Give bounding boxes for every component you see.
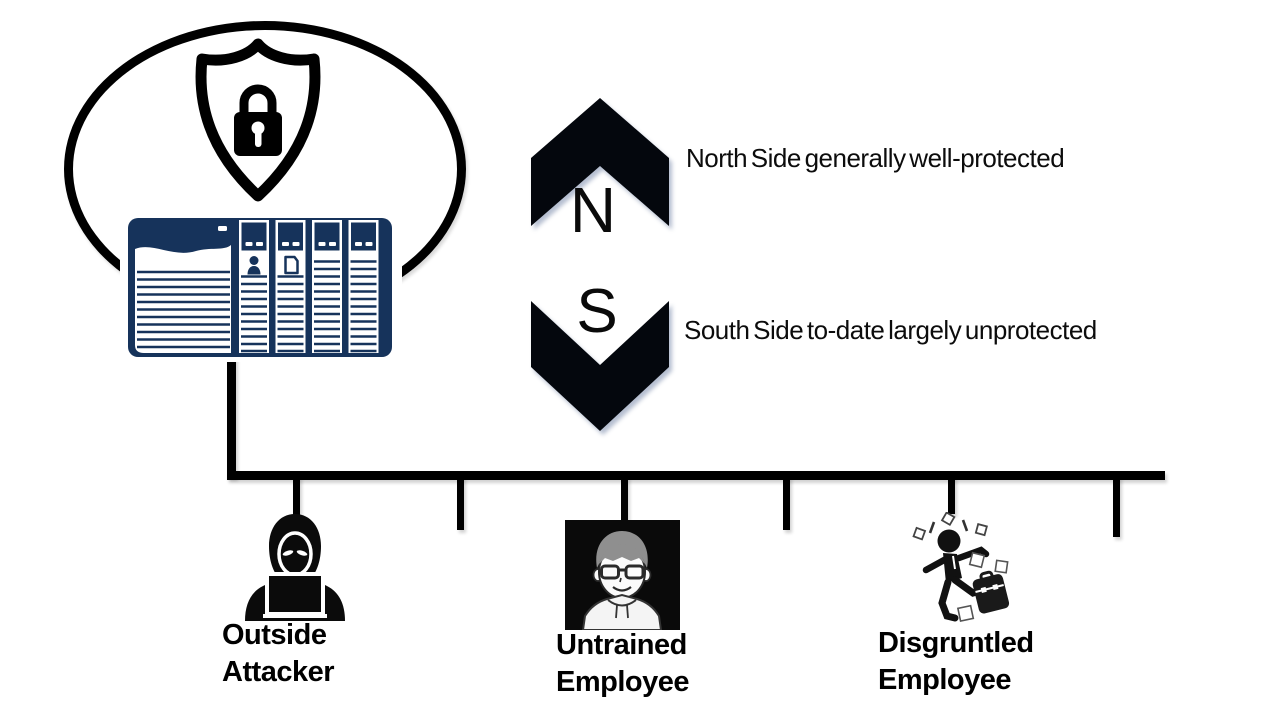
bus-tick-3 <box>621 476 628 524</box>
untrained-employee-photo <box>565 520 680 630</box>
north-chevron-icon <box>531 98 669 226</box>
document-glyph <box>284 255 299 275</box>
bus-tick-6 <box>1113 476 1120 537</box>
mainframe-icon-box <box>120 210 402 362</box>
threat-label-line2: Employee <box>878 664 1011 696</box>
bus-tick-4 <box>783 476 790 530</box>
bus-tick-5 <box>948 476 955 514</box>
mainframe-icon <box>128 218 392 357</box>
threat-label-line2: Employee <box>556 666 690 698</box>
compass-south-letter: S <box>576 277 618 346</box>
threat-label-line1: Outside <box>222 619 327 651</box>
disgruntled-employee-icon <box>912 512 1010 623</box>
south-caption: South Side to-date largely unprotected <box>684 315 1097 345</box>
threat-label-untrained-employee: Untrained Employee <box>556 627 690 701</box>
connector-vertical-line <box>227 350 236 478</box>
shield-lock-icon <box>195 38 321 202</box>
network-bus-line <box>227 471 1165 480</box>
hacker-icon <box>245 514 345 621</box>
north-caption: North Side generally well-protected <box>686 143 1065 173</box>
threat-label-line1: Disgruntled <box>878 627 1034 659</box>
threat-label-outside-attacker: Outside Attacker <box>222 617 335 691</box>
south-chevron-icon <box>531 301 669 431</box>
person-glyph <box>247 256 261 275</box>
compass-north-letter: N <box>569 174 617 246</box>
threat-label-disgruntled-employee: Disgruntled Employee <box>878 625 1034 699</box>
threat-label-line2: Attacker <box>222 656 335 688</box>
bus-tick-1 <box>293 476 300 518</box>
padlock-icon <box>234 84 282 156</box>
bus-tick-2 <box>457 476 464 530</box>
threat-label-line1: Untrained <box>556 629 687 661</box>
